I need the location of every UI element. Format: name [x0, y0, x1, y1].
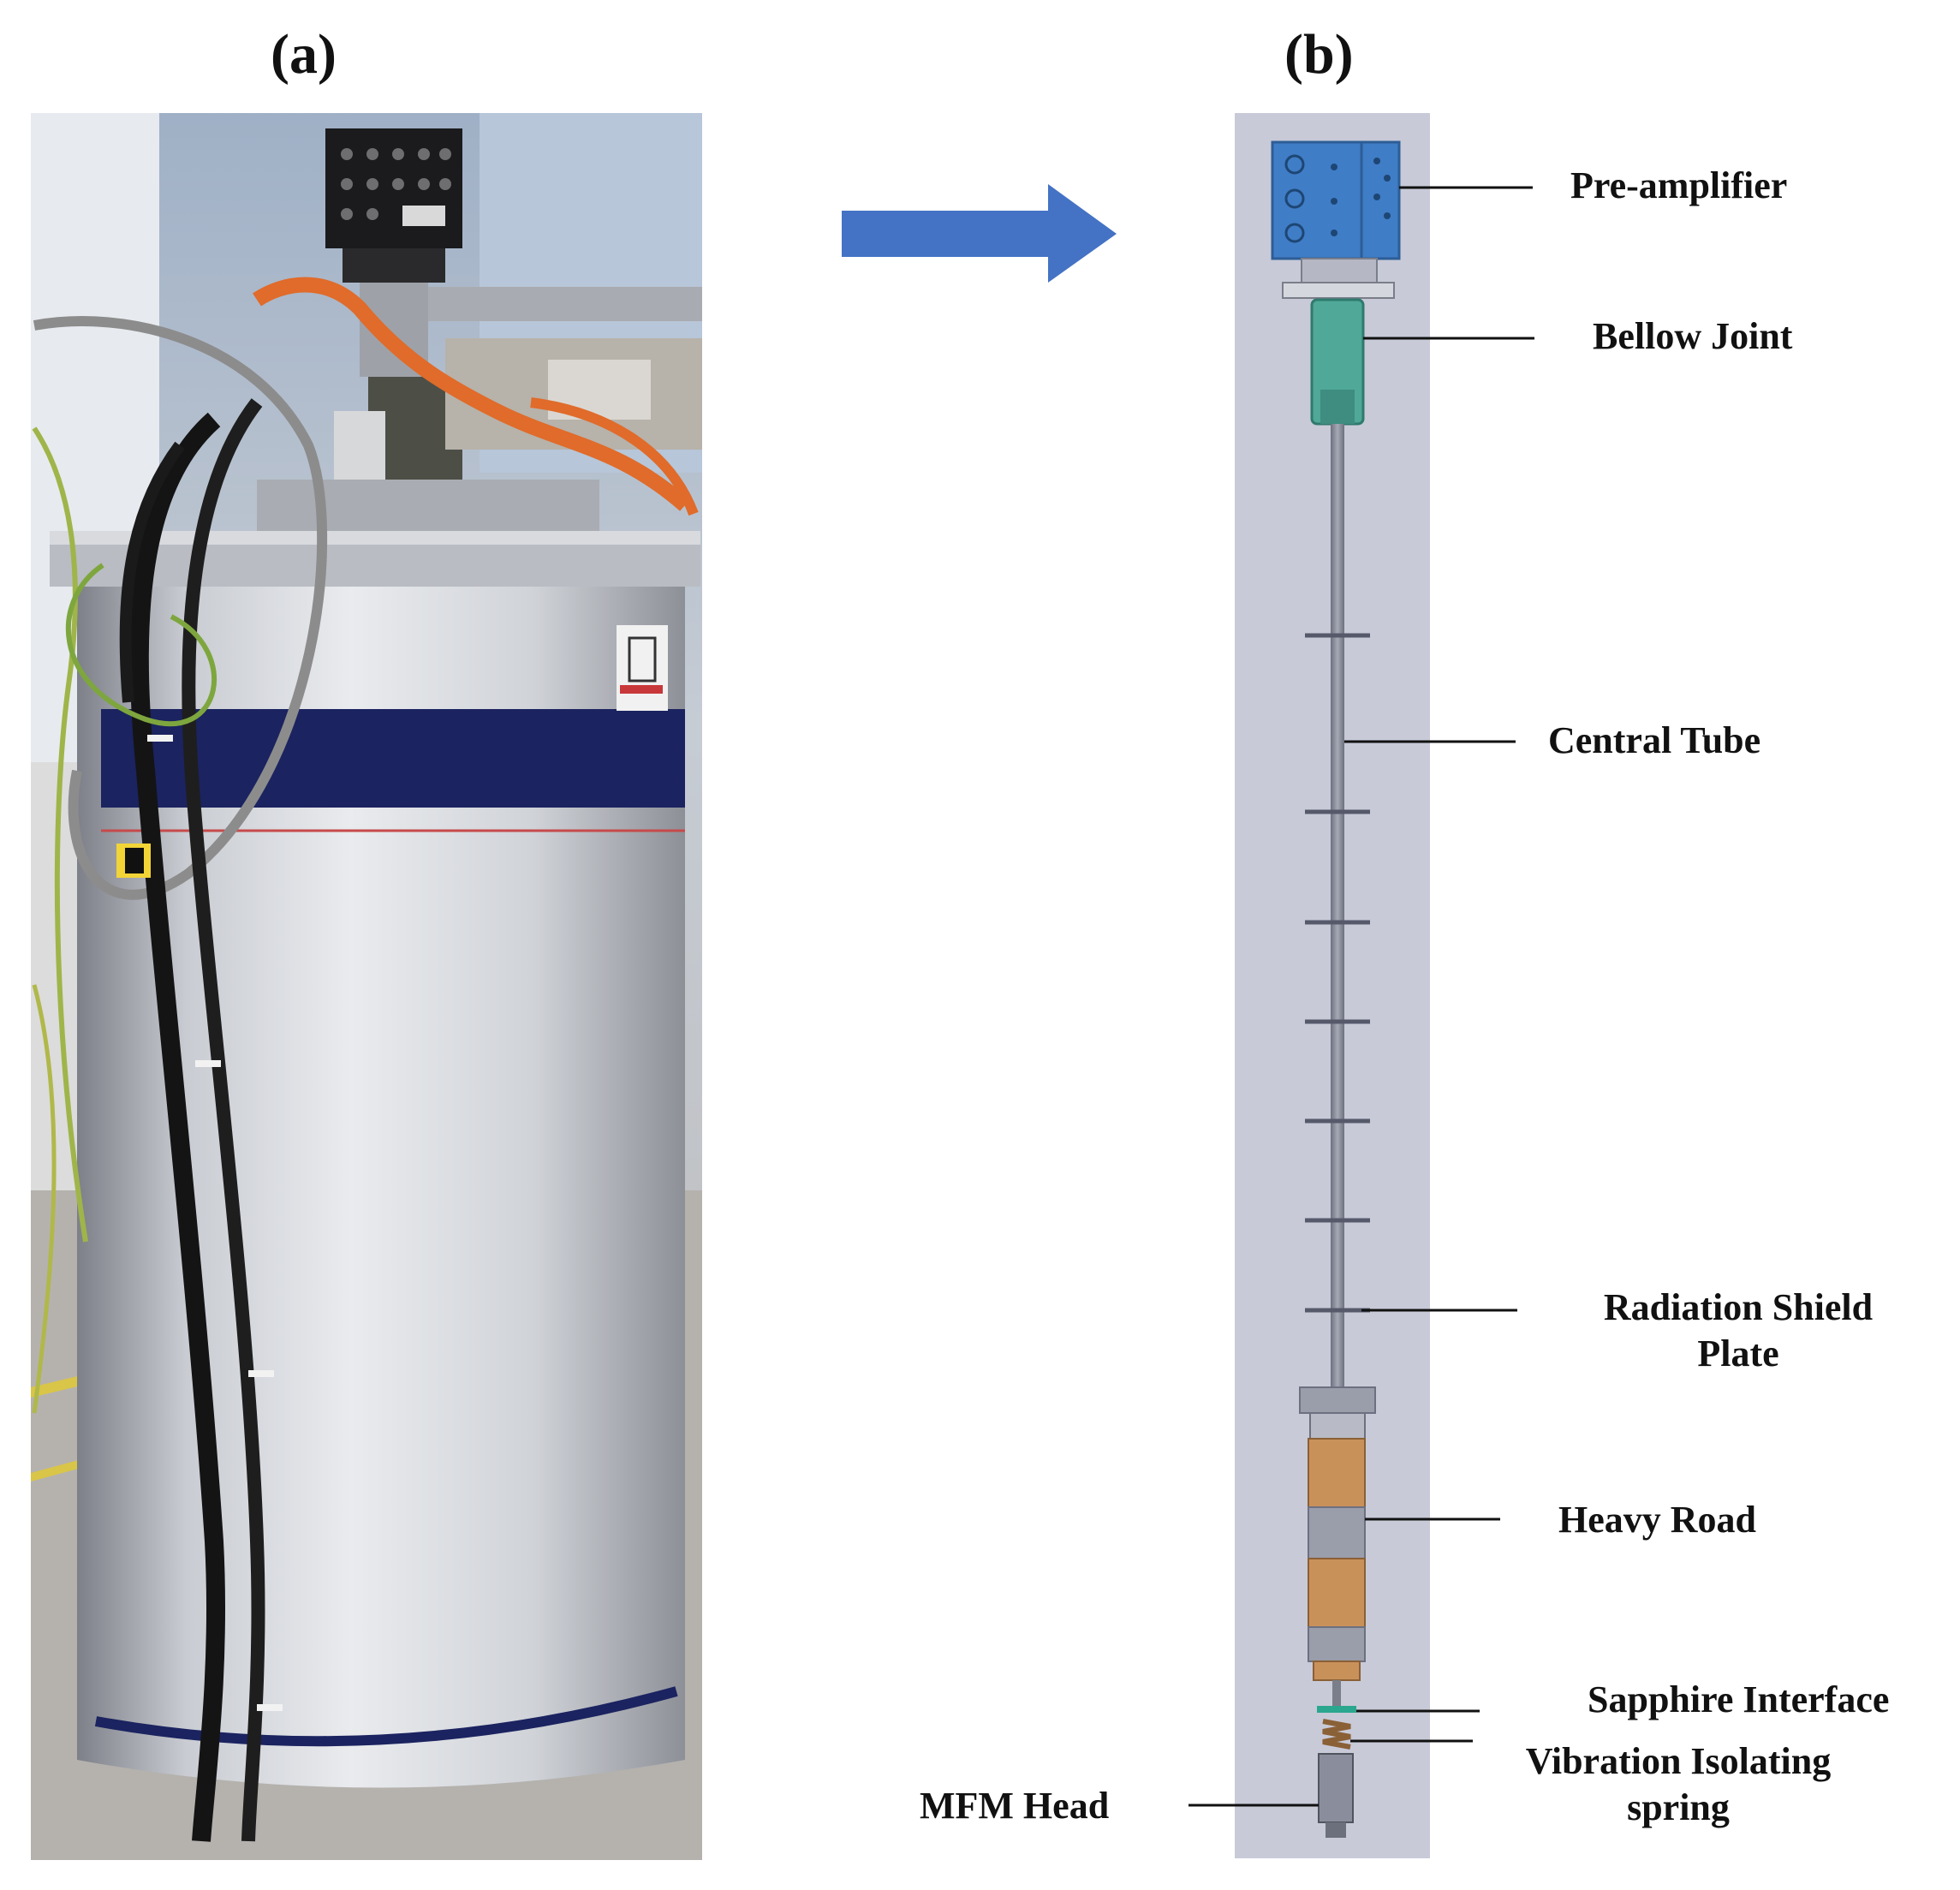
- central-tube: [1331, 424, 1344, 1387]
- sapphire-interface-part: [1317, 1706, 1356, 1713]
- callout-bellow-joint: Bellow Joint: [1593, 315, 1793, 357]
- callout-vibration-line1: Vibration Isolating: [1525, 1740, 1832, 1782]
- panel-label-a: (a): [271, 23, 337, 86]
- callout-sapphire-interface: Sapphire Interface: [1588, 1678, 1890, 1720]
- cryostat-photo: [31, 113, 702, 1860]
- panel-label-b: (b): [1284, 23, 1354, 86]
- mfm-head-part: [1318, 1753, 1354, 1823]
- heavy-rod-middle: [1308, 1558, 1366, 1628]
- callout-radiation-shield-line1: Radiation Shield: [1603, 1286, 1874, 1328]
- callout-central-tube: Central Tube: [1548, 719, 1761, 761]
- probe-diagram: [1235, 113, 1430, 1858]
- callout-radiation-shield-line2: Plate: [1697, 1333, 1779, 1374]
- heavy-rod-top: [1308, 1438, 1366, 1508]
- callout-heavy-road: Heavy Road: [1558, 1499, 1756, 1541]
- leader-lines: [1189, 186, 1534, 1807]
- callout-vibration-line2: spring: [1627, 1786, 1730, 1828]
- right-arrow: [842, 184, 1117, 283]
- callout-radiation-shield-plate: Radiation Shield Plate: [1576, 1285, 1901, 1377]
- callout-mfm-head: MFM Head: [920, 1785, 1110, 1827]
- callout-vibration-isolating-spring: Vibration Isolating spring: [1490, 1738, 1867, 1831]
- vibration-spring-part: [1322, 1719, 1351, 1750]
- callout-pre-amplifier: Pre-amplifier: [1570, 164, 1788, 206]
